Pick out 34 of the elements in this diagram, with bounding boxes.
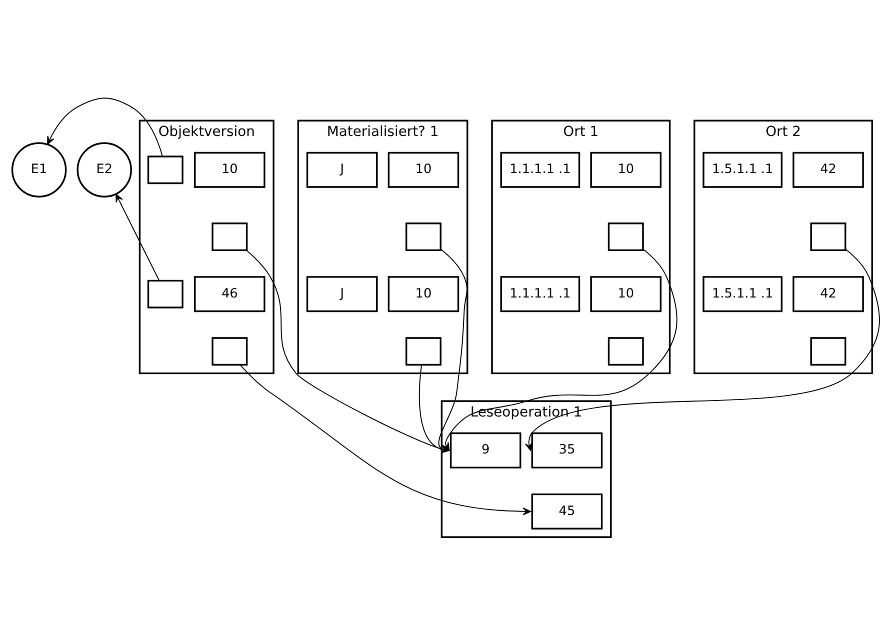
arrow [442, 248, 678, 451]
node-box [405, 337, 442, 366]
node-circle: E1 [11, 142, 67, 198]
node-box [405, 222, 442, 252]
node-box [212, 222, 248, 252]
node-box [212, 337, 248, 366]
node-box: 10 [388, 276, 460, 312]
arrow [240, 364, 532, 516]
arrow [116, 194, 160, 282]
node-box: 10 [590, 276, 662, 312]
node-box: 42 [792, 152, 864, 188]
node-box: 35 [531, 432, 603, 468]
arrow [47, 98, 163, 157]
node-box [810, 337, 846, 366]
node-box: 1.1.1.1 .1 [500, 152, 580, 188]
node-box: 1.1.1.1 .1 [500, 276, 580, 312]
node-box: 1.5.1.1 .1 [702, 152, 783, 188]
node-box [147, 156, 184, 184]
node-box: J [306, 152, 378, 188]
node-box [608, 337, 644, 366]
node-box: 10 [194, 152, 266, 188]
arrow [525, 248, 880, 451]
node-box: 10 [388, 152, 460, 188]
node-circle: E2 [76, 142, 132, 198]
node-box: 45 [531, 493, 603, 530]
node-box: 42 [792, 276, 864, 312]
node-box: 46 [194, 276, 266, 312]
node-box: 10 [590, 152, 662, 188]
node-box [147, 280, 184, 308]
node-box [608, 222, 644, 252]
node-box: 1.5.1.1 .1 [702, 276, 783, 312]
node-box [810, 222, 846, 252]
node-box: J [306, 276, 378, 312]
node-box: 9 [450, 432, 522, 468]
